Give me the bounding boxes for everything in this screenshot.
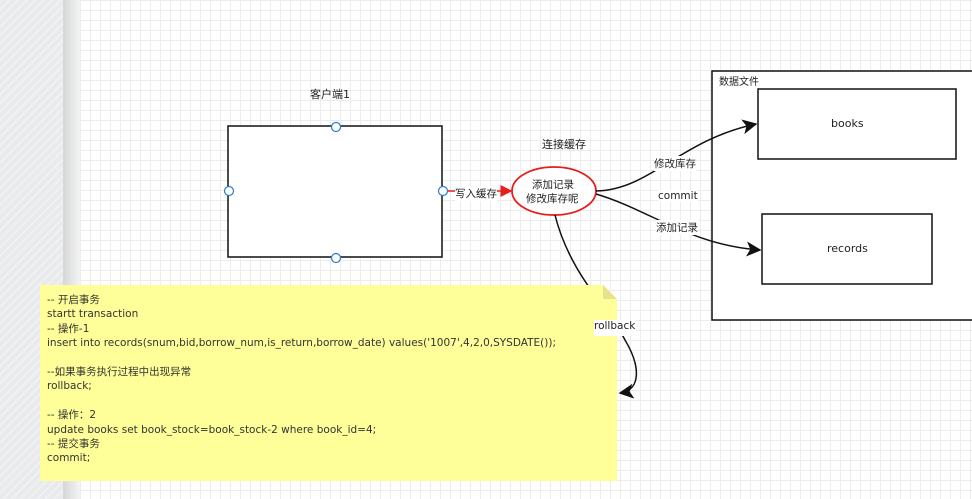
- client-handle-bottom[interactable]: [330, 252, 342, 264]
- modify-stock-label: 修改库存: [654, 156, 696, 171]
- cache-text-line1: 添加记录: [532, 179, 574, 191]
- note-text: -- 开启事务 startt transaction -- 操作-1 inser…: [47, 294, 556, 465]
- client-handle-top[interactable]: [330, 121, 342, 133]
- commit-label: commit: [658, 190, 698, 202]
- client-handle-right[interactable]: [437, 185, 449, 197]
- client-handle-left[interactable]: [223, 185, 235, 197]
- cache-text-line2: 修改库存呢: [526, 193, 579, 205]
- books-label: books: [831, 117, 864, 130]
- records-box[interactable]: [761, 213, 933, 285]
- client-box[interactable]: [227, 125, 443, 258]
- sql-note[interactable]: [40, 285, 617, 481]
- add-record-label: 添加记录: [656, 220, 698, 235]
- client-label: 客户端1: [310, 88, 350, 101]
- records-label: records: [827, 242, 868, 255]
- sidebar-strip: [0, 0, 63, 499]
- data-file-label: 数据文件: [719, 77, 759, 88]
- write-cache-label: 写入缓存: [455, 186, 497, 201]
- books-box[interactable]: [757, 88, 957, 160]
- cache-label: 连接缓存: [542, 138, 586, 151]
- rollback-label: rollback: [594, 320, 637, 336]
